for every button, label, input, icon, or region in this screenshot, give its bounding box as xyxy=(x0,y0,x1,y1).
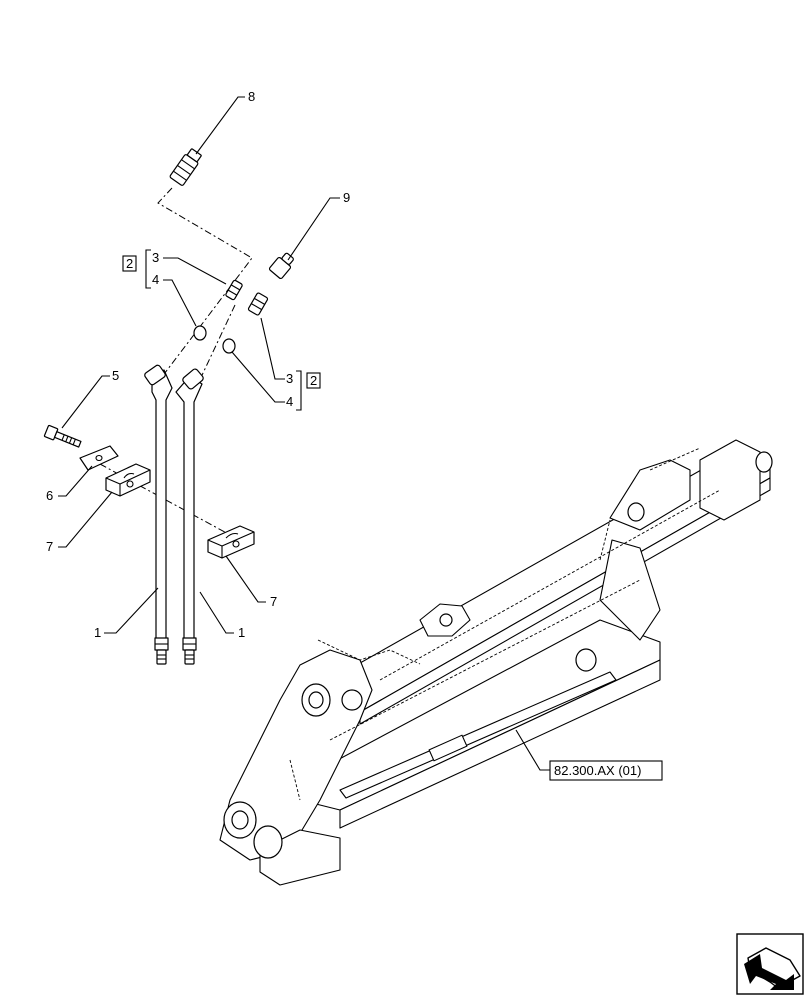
kit-label-lower: 2 xyxy=(310,373,317,388)
callout-9: 9 xyxy=(343,190,350,205)
callout-8: 8 xyxy=(248,89,255,104)
plate-part-6 xyxy=(79,445,119,471)
callout-4-lower: 4 xyxy=(286,394,293,409)
callout-6: 6 xyxy=(46,488,53,503)
reference-link-text[interactable]: 82.300.AX (01) xyxy=(554,763,641,778)
tube-part-1-left xyxy=(144,364,173,665)
kit-label-upper: 2 xyxy=(126,256,133,271)
callout-1-left: 1 xyxy=(94,625,101,640)
callout-leaders xyxy=(58,96,550,771)
loader-frame xyxy=(219,439,773,886)
tube-part-1-right xyxy=(175,368,204,665)
reference-link-box[interactable]: 82.300.AX (01) xyxy=(549,760,663,781)
fitting-part-8 xyxy=(169,148,202,186)
clamp-part-7-upper xyxy=(105,463,151,497)
callout-labels: 8 9 3 4 3 4 5 6 7 7 1 1 xyxy=(46,89,350,640)
cap-part-9 xyxy=(268,252,294,280)
kit-badge-lower: 2 xyxy=(306,372,321,389)
bolt-part-5 xyxy=(43,424,82,448)
callout-1-right: 1 xyxy=(238,625,245,640)
o-ring-part-4-left xyxy=(193,325,207,341)
clamp-part-7-lower xyxy=(207,525,255,559)
callout-3-lower: 3 xyxy=(286,371,293,386)
adapter-part-3-right xyxy=(247,292,269,316)
callout-7-right: 7 xyxy=(270,594,277,609)
callout-5: 5 xyxy=(112,368,119,383)
callout-4-upper: 4 xyxy=(152,272,159,287)
callout-3-upper: 3 xyxy=(152,250,159,265)
next-page-arrow-icon[interactable] xyxy=(736,933,804,995)
adapter-part-3-left xyxy=(225,279,243,301)
o-ring-part-4-right xyxy=(222,338,236,354)
callout-7-left: 7 xyxy=(46,539,53,554)
kit-badge-upper: 2 xyxy=(122,255,137,272)
